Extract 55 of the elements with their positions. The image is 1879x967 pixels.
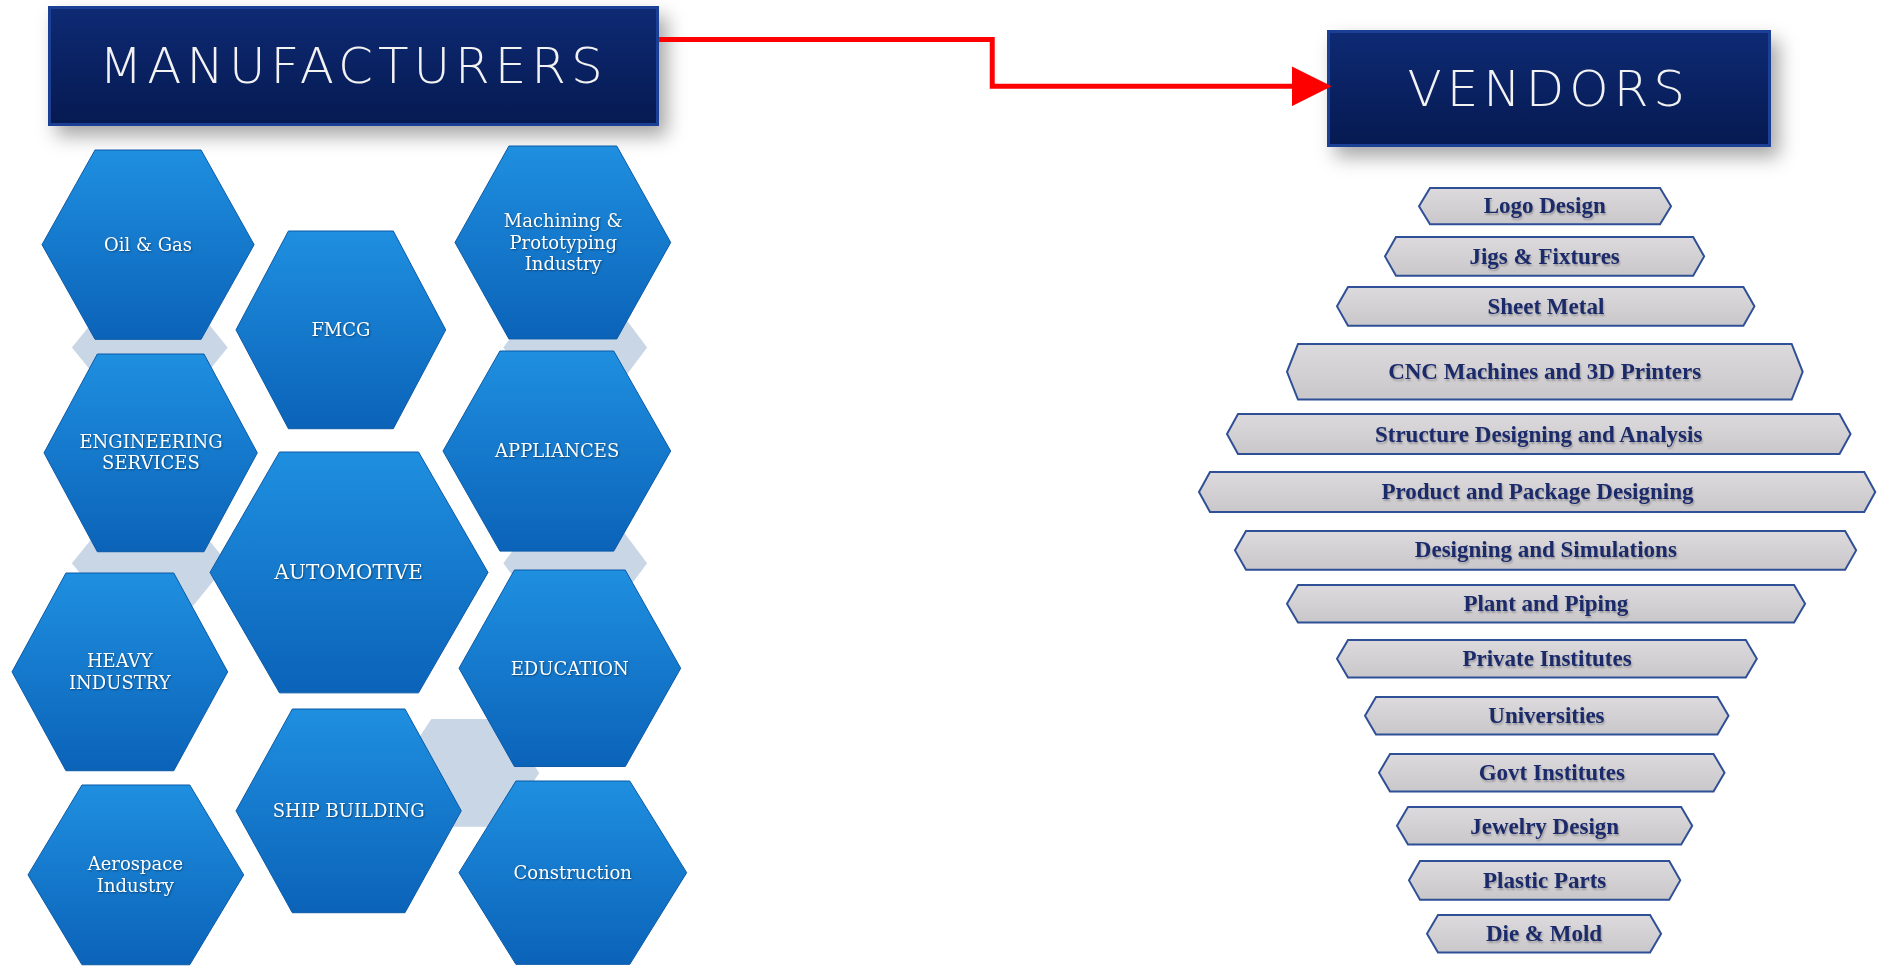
header-box <box>47 6 660 126</box>
service-label: CNC Machines and 3D Printers <box>1387 358 1703 385</box>
industry-label: FMCG <box>310 319 372 341</box>
industry-label: Construction <box>512 862 633 884</box>
service-banner <box>1336 638 1758 679</box>
service-label: Jewelry Design <box>1469 813 1621 839</box>
service-banner <box>1384 236 1706 277</box>
industry-label: HEAVY INDUSTRY <box>67 650 172 694</box>
service-label: Universities <box>1487 703 1606 729</box>
service-label: Structure Designing and Analysis <box>1373 421 1704 448</box>
service-banner <box>1198 470 1877 513</box>
service-banner <box>1378 752 1726 793</box>
header-title: MANUFACTURERS <box>99 36 608 95</box>
service-label: Logo Design <box>1482 193 1607 219</box>
service-label: Govt Institutes <box>1477 759 1626 785</box>
service-label: Jigs & Fixtures <box>1468 243 1621 270</box>
service-label: Plant and Piping <box>1462 590 1630 616</box>
service-banner <box>1285 342 1804 401</box>
industry-label: Oil & Gas <box>102 233 194 256</box>
industry-hexagon <box>27 784 244 965</box>
industry-label: APPLIANCES <box>494 440 621 462</box>
industry-label: ENGINEERING SERVICES <box>78 430 224 474</box>
service-banner <box>1408 860 1682 902</box>
industry-hexagon <box>209 451 488 693</box>
industry-hexagon <box>458 570 681 767</box>
industry-label: Machining & Prototyping Industry <box>502 210 624 276</box>
industry-label: Aerospace Industry <box>86 853 185 897</box>
industry-hexagon <box>44 353 258 552</box>
service-banner <box>1396 806 1694 846</box>
service-banner <box>1336 286 1756 328</box>
industry-label: AUTOMOTIVE <box>273 560 424 585</box>
service-label: Product and Package Designing <box>1380 479 1695 505</box>
service-banner <box>1417 186 1672 226</box>
service-label: Plastic Parts <box>1482 868 1608 894</box>
service-banner <box>1363 696 1730 736</box>
service-banner <box>1225 413 1852 456</box>
service-label: Private Institutes <box>1461 645 1633 672</box>
service-label: Die & Mold <box>1484 921 1604 947</box>
industry-hexagon <box>236 231 446 429</box>
header-title: VENDORS <box>1407 59 1691 118</box>
service-label: Sheet Metal <box>1486 294 1606 320</box>
industry-hexagon <box>236 709 462 914</box>
service-banner <box>1426 914 1663 954</box>
industry-label: EDUCATION <box>509 657 630 680</box>
industry-hexagon <box>458 781 687 965</box>
industry-hexagon <box>443 351 672 552</box>
industry-hexagon <box>11 572 228 771</box>
service-label: Designing and Simulations <box>1413 537 1678 563</box>
industry-hexagon <box>455 146 672 340</box>
industry-hexagon <box>41 149 255 340</box>
connector-arrow <box>659 37 1332 107</box>
service-banner <box>1234 529 1858 571</box>
industry-label: SHIP BUILDING <box>271 800 426 823</box>
header-box <box>1326 29 1772 148</box>
service-banner <box>1285 583 1806 624</box>
